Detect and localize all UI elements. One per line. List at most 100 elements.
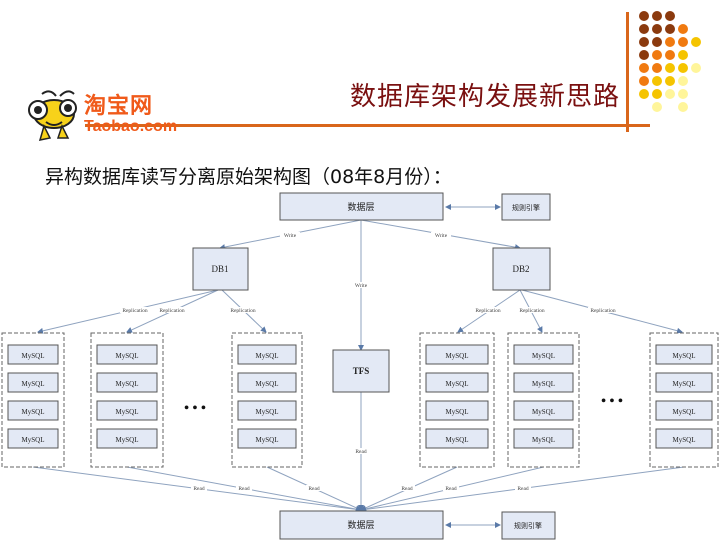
grid-dot xyxy=(678,63,688,73)
edge-label-replication: Replication xyxy=(519,308,545,314)
grid-dot xyxy=(678,102,688,112)
mysql-label: MySQL xyxy=(256,408,279,416)
logo-english-text: Taobao.com xyxy=(84,118,178,135)
bottom-data-layer: 数据层 xyxy=(279,510,444,540)
mysql-label: MySQL xyxy=(446,380,469,388)
db1-node: DB1 xyxy=(192,247,249,291)
mysql-label: MySQL xyxy=(532,408,555,416)
mysql-node: MySQL xyxy=(513,372,574,393)
mysql-label: MySQL xyxy=(446,352,469,360)
edge-label-read: Read xyxy=(401,486,413,492)
edge-label-replication: Replication xyxy=(590,308,616,314)
slide-subtitle: 异构数据库读写分离原始架构图（08年8月份）： xyxy=(45,166,452,188)
top-data-layer: 数据层 xyxy=(279,192,444,221)
mysql-node: MySQL xyxy=(96,400,158,421)
grid-dot xyxy=(678,89,688,99)
mysql-group: MySQL MySQL MySQL MySQL xyxy=(419,332,495,468)
mysql-group: MySQL MySQL MySQL MySQL xyxy=(507,332,580,468)
grid-dot xyxy=(639,50,649,60)
mysql-group: MySQL MySQL MySQL MySQL xyxy=(90,332,164,468)
mysql-group: MySQL MySQL MySQL MySQL xyxy=(1,332,65,468)
mysql-label: MySQL xyxy=(22,408,45,416)
mysql-label: MySQL xyxy=(22,380,45,388)
grid-dot xyxy=(665,50,675,60)
logo-chinese-text: 淘宝网 xyxy=(84,94,154,119)
mysql-node: MySQL xyxy=(425,400,489,421)
mysql-node: MySQL xyxy=(7,400,59,421)
edge-label-write: Write xyxy=(355,283,368,289)
mysql-node: MySQL xyxy=(237,344,297,365)
taobao-logo: 淘宝网 Taobao.com xyxy=(22,88,182,144)
edge-label-replication: Replication xyxy=(475,308,501,314)
mysql-label: MySQL xyxy=(673,436,696,444)
grid-dot xyxy=(678,37,688,47)
mysql-label: MySQL xyxy=(116,352,139,360)
mysql-node: MySQL xyxy=(7,428,59,449)
grid-dot xyxy=(652,11,662,21)
grid-dot xyxy=(678,76,688,86)
edge-label-read: Read xyxy=(355,449,367,455)
edge-label-write: Write xyxy=(435,233,448,239)
grid-dot xyxy=(665,76,675,86)
mysql-node: MySQL xyxy=(96,372,158,393)
mysql-node: MySQL xyxy=(513,400,574,421)
edge-label-replication: Replication xyxy=(122,308,148,314)
db2-node: DB2 xyxy=(492,247,551,291)
mysql-label: MySQL xyxy=(673,352,696,360)
mysql-group-border xyxy=(419,332,495,468)
rule-engine-bottom: 规则引擎 xyxy=(501,511,556,540)
mysql-label: MySQL xyxy=(532,352,555,360)
grid-dot xyxy=(665,24,675,34)
grid-dot xyxy=(652,89,662,99)
edge-label-read: Read xyxy=(445,486,457,492)
grid-dot xyxy=(652,50,662,60)
title-underline xyxy=(85,124,650,127)
tfs-node: TFS xyxy=(332,349,390,393)
grid-dot xyxy=(652,76,662,86)
edge-label-replication: Replication xyxy=(230,308,256,314)
mysql-node: MySQL xyxy=(7,344,59,365)
mysql-label: MySQL xyxy=(446,436,469,444)
bottom-data-layer-label: 数据层 xyxy=(347,519,374,530)
grid-dot xyxy=(665,89,675,99)
mysql-node: MySQL xyxy=(96,428,158,449)
grid-dot xyxy=(665,37,675,47)
edge-label-write: Write xyxy=(284,233,297,239)
mysql-node: MySQL xyxy=(655,344,713,365)
ellipsis-left: • • • xyxy=(184,401,206,416)
grid-dot xyxy=(652,102,662,112)
mysql-node: MySQL xyxy=(425,428,489,449)
grid-dot xyxy=(639,76,649,86)
mysql-label: MySQL xyxy=(116,380,139,388)
mysql-node: MySQL xyxy=(7,372,59,393)
mysql-node: MySQL xyxy=(655,428,713,449)
mysql-node: MySQL xyxy=(96,344,158,365)
mysql-node: MySQL xyxy=(425,344,489,365)
grid-dot xyxy=(678,50,688,60)
mysql-group-border xyxy=(90,332,164,468)
ellipsis-right: • • • xyxy=(601,394,623,409)
edge-label-read: Read xyxy=(238,486,250,492)
top-data-layer-label: 数据层 xyxy=(347,201,374,212)
mysql-node: MySQL xyxy=(513,428,574,449)
edge-label-read: Read xyxy=(193,486,205,492)
mysql-node: MySQL xyxy=(237,372,297,393)
grid-dot xyxy=(652,63,662,73)
grid-dot xyxy=(639,24,649,34)
mysql-node: MySQL xyxy=(513,344,574,365)
edge-label-read: Read xyxy=(308,486,320,492)
mysql-label: MySQL xyxy=(446,408,469,416)
grid-dot xyxy=(678,24,688,34)
rule-engine-bottom-label: 规则引擎 xyxy=(514,521,542,530)
db2-label: DB2 xyxy=(512,264,529,274)
ant-mascot-icon xyxy=(28,90,77,141)
mysql-label: MySQL xyxy=(116,436,139,444)
mysql-group-border xyxy=(649,332,719,468)
grid-dot xyxy=(665,11,675,21)
mysql-label: MySQL xyxy=(116,408,139,416)
mysql-group-border xyxy=(1,332,65,468)
